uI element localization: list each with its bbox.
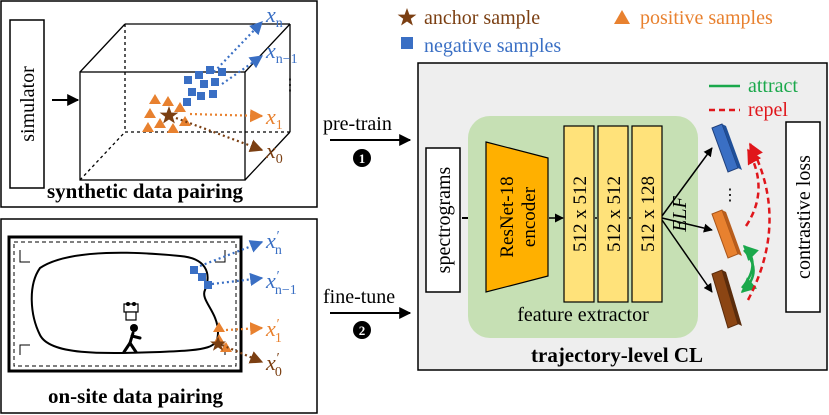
x-0-label: x0: [265, 138, 283, 167]
x-n1-prime-label: x′n−1: [265, 268, 297, 298]
main-caption: trajectory-level CL: [531, 343, 703, 367]
spectrograms-label: spectrograms: [433, 166, 455, 273]
simulator-label: simulator: [17, 66, 39, 142]
fc-layer-1-label: 512 x 512: [570, 176, 591, 252]
x-n-subscript: n: [276, 16, 283, 31]
positive-triangle-icon: [614, 10, 630, 24]
onsite-caption: on-site data pairing: [48, 384, 224, 408]
trajectory-path: [30, 251, 220, 354]
contrastive-loss-box: [785, 121, 821, 313]
legend-positive-label: positive samples: [640, 7, 773, 29]
synthetic-caption: synthetic data pairing: [47, 179, 244, 203]
x-symbol: x: [265, 228, 276, 253]
embedding-positive: [711, 209, 742, 259]
x-symbol: x: [265, 38, 276, 63]
embedding-negative: [711, 123, 742, 173]
repel-label: repel: [748, 99, 788, 121]
x-0-prime-subscript: 0: [275, 365, 282, 380]
feature-extractor-label: feature extractor: [517, 304, 649, 326]
negative-square-icon: [401, 37, 413, 49]
prime-mark: ′: [276, 351, 280, 366]
simulator-box: [9, 19, 45, 189]
prime-mark: ′: [276, 229, 280, 244]
legend-anchor-label: anchor sample: [424, 7, 540, 29]
x-n1-label: xn−1: [265, 38, 298, 67]
finetune-label: fine-tune: [323, 286, 395, 308]
x-1-prime-subscript: 1: [275, 331, 282, 346]
legend-negative-label: negative samples: [424, 35, 561, 57]
x-1-label: x1: [265, 104, 283, 133]
repel-arrow: [746, 142, 771, 301]
prime-mark: ′: [276, 269, 280, 284]
x-symbol: x: [265, 2, 276, 27]
anchor-star: [159, 106, 179, 124]
step-two-badge: [353, 321, 371, 339]
spectrograms-box: [425, 147, 461, 293]
anchor-star-icon: [397, 8, 417, 26]
x-symbol: x: [265, 350, 276, 375]
onsite-anchor-star: [210, 336, 226, 351]
floor-plan: [7, 235, 243, 373]
x-n1-prime-subscript: n−1: [275, 283, 297, 298]
x-symbol: x: [265, 138, 276, 163]
fc-layer-3: [631, 125, 663, 303]
resnet-encoder: [485, 141, 549, 293]
pretrain-arrow: pre-train 1: [323, 113, 412, 167]
x-0-subscript: 0: [276, 152, 283, 167]
x-n-prime-label: x′n: [265, 228, 282, 258]
encoder-line1: ResNet-18: [497, 176, 518, 257]
x-1-prime-label: x′1: [265, 316, 282, 346]
prime-mark: ′: [276, 317, 280, 332]
x-1-subscript: 1: [276, 118, 283, 133]
robot-icon: [123, 302, 139, 321]
contrastive-loss-label: contrastive loss: [793, 155, 815, 279]
attract-label: attract: [748, 75, 798, 97]
attract-arrow: [740, 249, 758, 294]
embedding-anchor: [711, 269, 742, 329]
fc-layer-3-label: 512 x 128: [638, 176, 659, 252]
x-n-label: xn: [265, 2, 283, 31]
finetune-step: 2: [359, 323, 366, 338]
x-symbol: x: [265, 104, 276, 129]
fc-layer-2-label: 512 x 512: [604, 176, 625, 252]
onsite-panel: x′n x′n−1 x′1 x′0 on-site data pairing: [0, 218, 318, 414]
pretrain-label: pre-train: [323, 113, 392, 135]
main-panel: spectrograms feature extractor ResNet-18…: [417, 62, 828, 371]
step-one-badge: [353, 149, 371, 167]
negative-cluster: [183, 66, 226, 106]
embedding-ellipsis: ⋮: [722, 187, 738, 204]
x-symbol: x: [265, 268, 276, 293]
x-symbol: x: [265, 316, 276, 341]
fc-layer-2: [597, 125, 629, 303]
fc-layer-1: [563, 125, 595, 303]
x-0-prime-label: x′0: [265, 350, 282, 380]
pretrain-step: 1: [359, 151, 366, 166]
synthetic-panel: simulator: [0, 0, 318, 208]
synthetic-ellipsis: ⋮: [282, 77, 298, 94]
legend: anchor sample positive samples negative …: [397, 7, 773, 57]
person-icon: [122, 324, 142, 354]
onsite-negative-cluster: [190, 266, 212, 289]
positive-cluster: [142, 94, 191, 133]
x-n1-subscript: n−1: [276, 52, 298, 67]
finetune-arrow: fine-tune 2: [323, 286, 412, 339]
encoder-line2: encoder: [519, 186, 540, 247]
x-n-prime-subscript: n: [275, 243, 282, 258]
